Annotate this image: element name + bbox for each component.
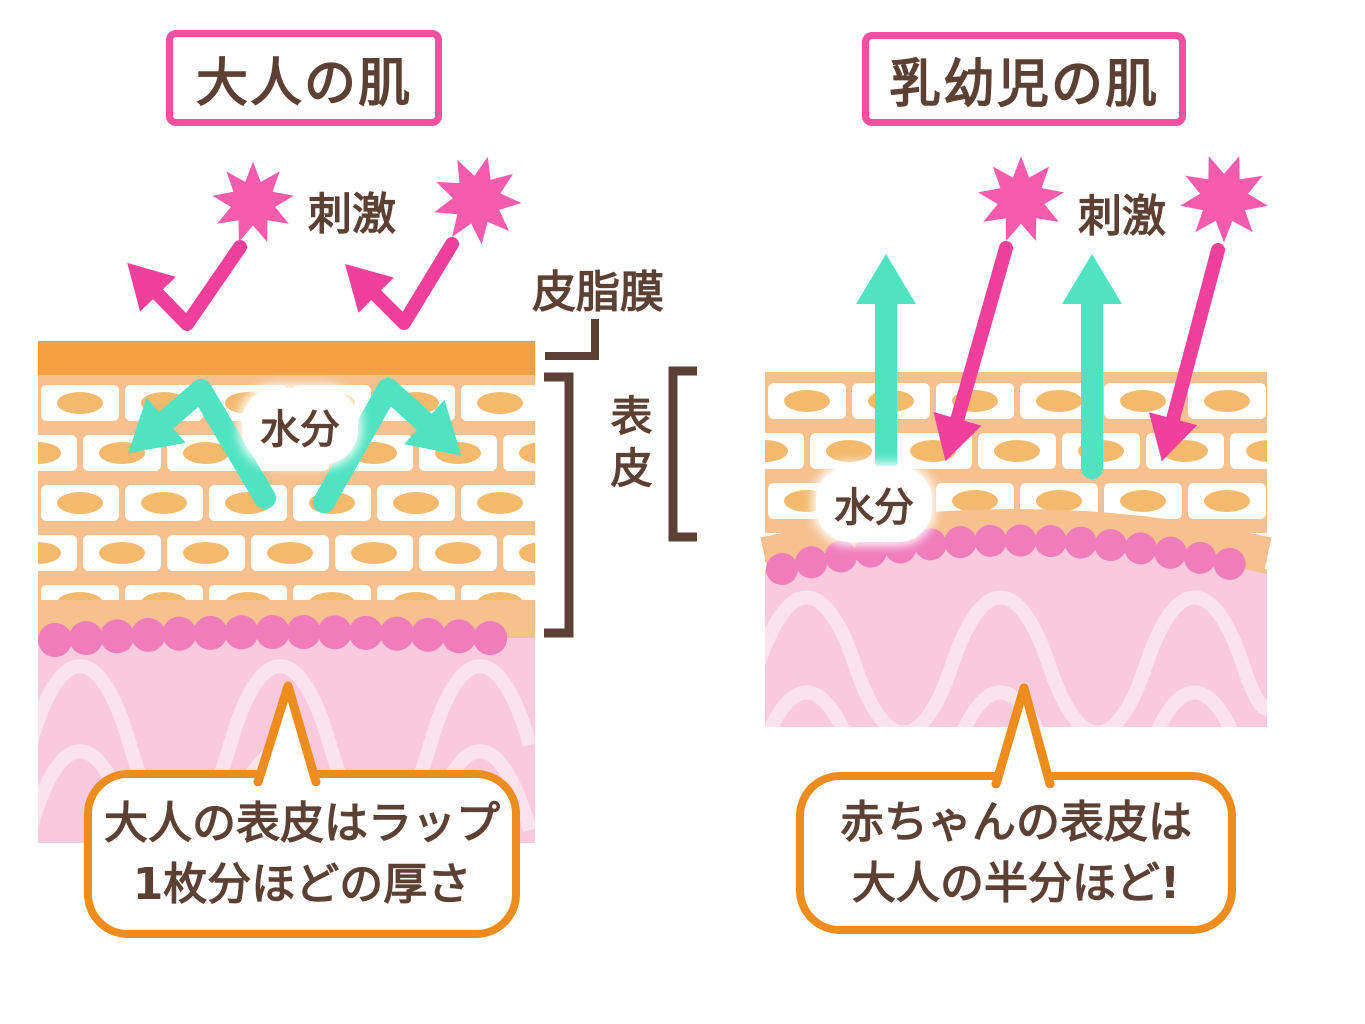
stimulus-bounce-arrow-2	[345, 237, 459, 330]
infant-epidermis-callout-bubble: 赤ちゃんの表皮は 大人の半分ほど!	[796, 772, 1236, 934]
adult-epidermis-callout-bubble: 大人の表皮はラップ 1枚分ほどの厚さ	[84, 770, 520, 938]
annotation-brackets	[544, 319, 697, 638]
stimulus-starburst-icon	[212, 161, 294, 242]
infant-skin-title-text: 乳幼児の肌	[888, 54, 1159, 115]
infant-epidermis-bracket	[668, 366, 697, 542]
stimulus-starburst-icon	[424, 146, 531, 252]
infant-bubble-line2: 大人の半分ほど!	[851, 858, 1181, 909]
adult-moisture-retained-arrow-right	[313, 378, 462, 513]
adult-bubble-tail	[253, 681, 321, 786]
stimulus-bounce-arrow-1	[127, 240, 247, 331]
infant-bubble-line1: 赤ちゃんの表皮は	[840, 797, 1192, 848]
adult-skin-title-text: 大人の肌	[195, 53, 412, 114]
stimulus-starburst-icon	[1168, 141, 1281, 253]
stimulus-penetrating-arrow-2	[1148, 243, 1225, 462]
infant-basal-cell-dots	[766, 524, 1268, 585]
infant-dermis-layer	[765, 545, 1267, 727]
adult-epidermis-bracket	[544, 372, 574, 638]
infant-skin-title: 乳幼児の肌	[862, 32, 1186, 126]
adult-basal-cell-dots	[38, 615, 537, 657]
sebum-film-label: 皮脂膜	[532, 267, 664, 318]
infant-dermis-wave-pattern	[765, 590, 1267, 727]
adult-moisture-retained-arrow-left	[128, 379, 276, 509]
adult-stimulus-label: 刺激	[308, 189, 396, 240]
infant-skin-cross-section	[760, 141, 1281, 727]
adult-moisture-label: 水分	[248, 394, 352, 458]
stimulus-starburst-icon	[977, 156, 1065, 242]
adult-bubble-line2: 1枚分ほどの厚さ	[132, 859, 472, 910]
infant-moisture-label: 水分	[822, 472, 926, 536]
infant-stimulus-label: 刺激	[1078, 191, 1166, 242]
adult-bubble-line1: 大人の表皮はラップ	[104, 798, 500, 849]
adult-skin-title: 大人の肌	[166, 30, 442, 126]
stimulus-penetrating-arrow-1	[933, 241, 1013, 462]
adult-stimulus-graphics	[127, 146, 531, 331]
infant-bubble-tail	[991, 683, 1055, 788]
sebum-film-pointer-line	[545, 319, 599, 360]
adult-sebum-film-layer	[38, 341, 535, 375]
epidermis-label: 表皮	[604, 394, 653, 498]
